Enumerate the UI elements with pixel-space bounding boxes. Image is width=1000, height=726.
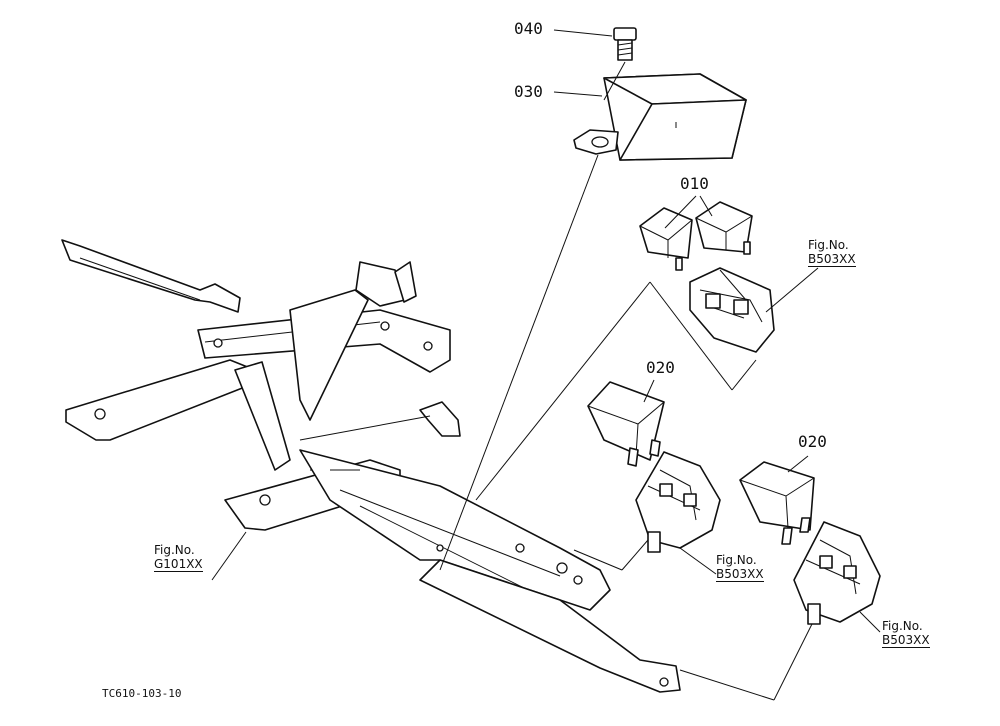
relay-020-right [739, 461, 815, 545]
relay-010-left [639, 207, 693, 271]
part-label-020-right: 020 [798, 432, 827, 451]
fig-ref-b503-middle: Fig.No. B503XX [716, 553, 764, 582]
relay-cover-030 [573, 73, 747, 161]
relay-base-top [689, 267, 775, 353]
fig-ref-code: B503XX [716, 567, 764, 582]
fig-ref-code: B503XX [808, 252, 856, 267]
relay-010-right [695, 201, 753, 255]
part-label-010: 010 [680, 174, 709, 193]
part-label-030: 030 [514, 82, 543, 101]
fig-ref-caption: Fig.No. [882, 619, 923, 633]
fig-ref-caption: Fig.No. [716, 553, 757, 567]
relay-base-right [793, 521, 881, 625]
relay-020-middle [587, 381, 665, 467]
fig-ref-b503-top: Fig.No. B503XX [808, 238, 856, 267]
fig-ref-caption: Fig.No. [808, 238, 849, 252]
fig-ref-code: G101XX [154, 557, 203, 572]
fig-ref-g101: Fig.No. G101XX [154, 543, 203, 572]
bolt-040 [613, 27, 637, 61]
fig-ref-caption: Fig.No. [154, 543, 195, 557]
drawing-code: TC610-103-10 [102, 687, 182, 700]
fig-ref-b503-bottom: Fig.No. B503XX [882, 619, 930, 648]
part-label-040: 040 [514, 19, 543, 38]
relay-base-middle [635, 451, 721, 553]
leader-lines [211, 29, 881, 701]
frame-bracket [61, 239, 681, 693]
fig-ref-code: B503XX [882, 633, 930, 648]
part-label-020-middle: 020 [646, 358, 675, 377]
